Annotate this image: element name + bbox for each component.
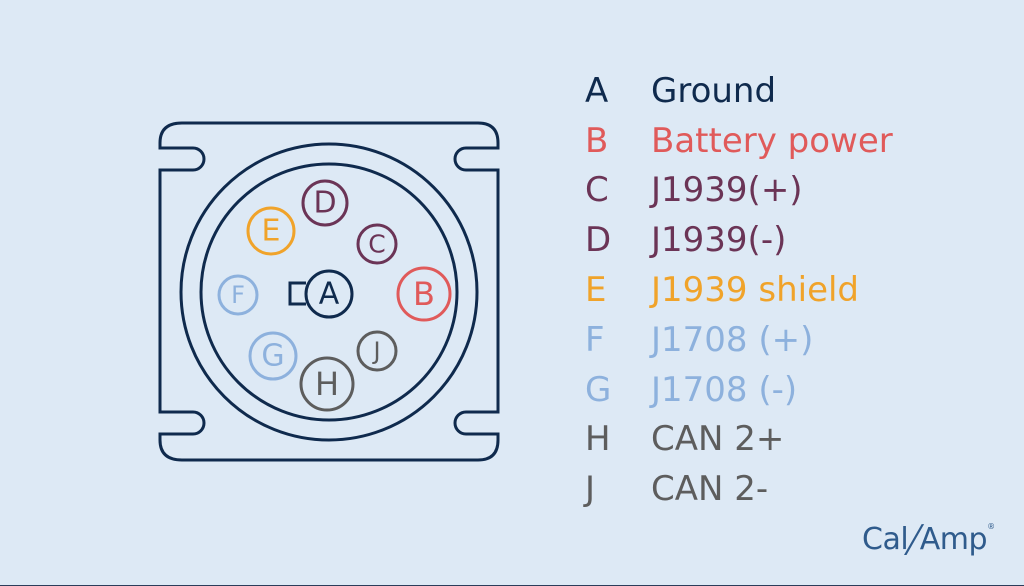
legend-pin-function: J1939(-)	[651, 220, 787, 261]
legend-pin-function: J1939(+)	[651, 170, 803, 211]
legend-row-h: H CAN 2+	[585, 415, 1005, 465]
pin-g-label: G	[261, 339, 284, 374]
legend-row-c: C J1939(+)	[585, 166, 1005, 216]
logo-text-amp: Amp	[919, 522, 988, 557]
pin-d-label: D	[313, 186, 336, 221]
legend-row-d: D J1939(-)	[585, 215, 1005, 265]
connector-flange-outline	[158, 121, 500, 462]
calamp-logo: Cal/Amp®	[862, 518, 995, 562]
legend-pin-letter: G	[585, 369, 612, 410]
pin-e-circle	[246, 206, 296, 256]
legend-row-b: B Battery power	[585, 116, 1005, 166]
legend-pin-function: CAN 2+	[651, 419, 785, 460]
pin-f-label: F	[231, 281, 245, 309]
pin-j-circle	[356, 330, 398, 372]
legend-pin-letter: C	[585, 170, 609, 211]
connector-outer-ring	[179, 142, 479, 442]
legend-pin-function: Ground	[651, 70, 777, 111]
pin-h-circle	[299, 356, 355, 412]
logo-text-cal: Cal	[862, 522, 909, 557]
legend-row-j: J CAN 2-	[585, 464, 1005, 514]
legend-row-f: F J1708 (+)	[585, 315, 1005, 365]
pin-c-label: C	[368, 230, 385, 259]
legend-pin-letter: B	[585, 120, 609, 161]
pin-d-circle	[301, 179, 349, 227]
legend-pin-letter: E	[585, 270, 607, 311]
pin-f-circle	[217, 274, 259, 316]
pin-a-circle	[304, 269, 354, 319]
legend-pin-letter: A	[585, 70, 609, 111]
pin-h-label: H	[315, 365, 339, 403]
pin-c-circle	[356, 223, 398, 265]
legend-pin-letter: J	[585, 469, 596, 510]
legend-pin-letter: H	[585, 419, 611, 460]
pin-a-label: A	[319, 277, 340, 312]
pin-j-label: J	[371, 337, 380, 365]
legend-pin-function: J1708 (+)	[651, 319, 814, 360]
legend-pin-function: Battery power	[651, 120, 893, 161]
legend-pin-function: CAN 2-	[651, 469, 769, 510]
pin-b-circle	[396, 266, 452, 322]
legend-row-g: G J1708 (-)	[585, 365, 1005, 415]
legend-pin-letter: D	[585, 220, 612, 261]
connector-key-tab	[288, 281, 306, 306]
pin-e-label: E	[262, 214, 281, 249]
pin-b-label: B	[413, 275, 435, 313]
legend-row-a: A Ground	[585, 66, 1005, 116]
legend-pin-function: J1939 shield	[651, 270, 860, 311]
connector-inner-ring	[199, 162, 459, 422]
legend-row-e: E J1939 shield	[585, 265, 1005, 315]
pin-g-circle	[248, 331, 298, 381]
legend-pin-letter: F	[585, 319, 605, 360]
pin-group: A BC DE F GH J	[217, 179, 452, 412]
legend-pin-function: J1708 (-)	[651, 369, 798, 410]
logo-registered-mark: ®	[987, 522, 995, 531]
